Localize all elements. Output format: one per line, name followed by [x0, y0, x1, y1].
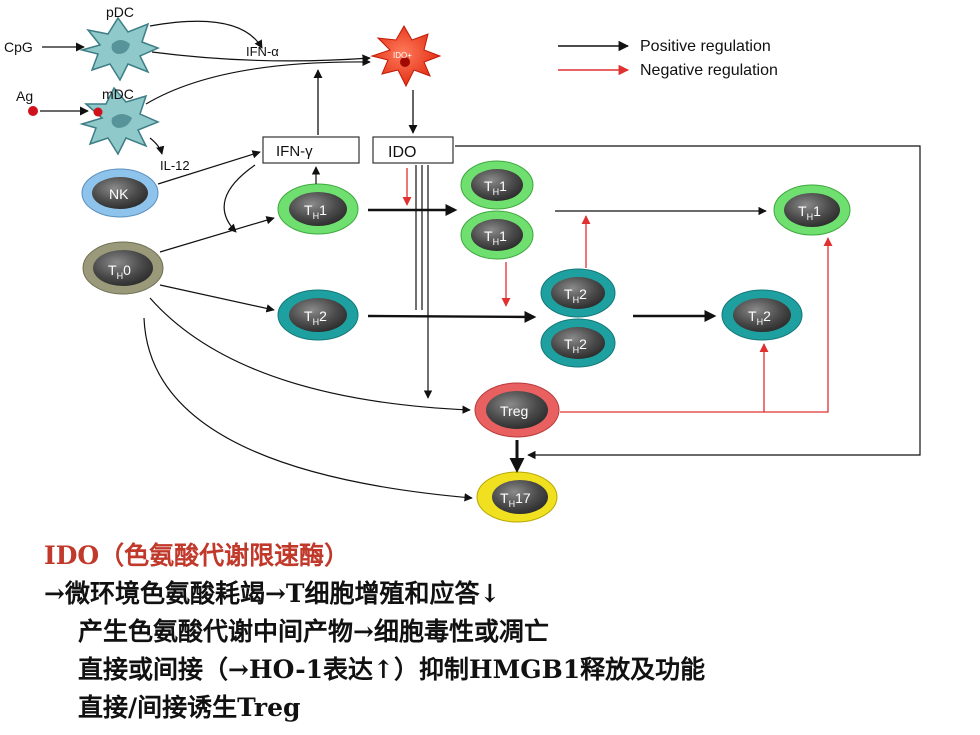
ido-box — [372, 136, 454, 164]
pdc-to-ido-cell-arrow — [151, 51, 371, 63]
th0-label: TH0 — [108, 262, 131, 281]
pdc-label: pDC — [106, 4, 134, 20]
th2-middle-top-label: TH2 — [564, 286, 587, 305]
th0-to-th1-arrow — [159, 216, 275, 253]
th1-right-label: TH1 — [798, 203, 821, 222]
il12-label: IL-12 — [160, 158, 190, 173]
nk-to-ifn-gamma-arrow — [157, 150, 261, 185]
treg-cell — [474, 382, 560, 438]
mdc-label: mDC — [102, 86, 134, 102]
legend-positive-label: Positive regulation — [640, 38, 771, 55]
caption-block: IDO（色氨酸代谢限速酶） →微环境色氨酸耗竭→T细胞增殖和应答↓ 产生色氨酸代… — [0, 537, 980, 727]
caption-line-1: →微环境色氨酸耗竭→T细胞增殖和应答↓ — [44, 579, 501, 608]
pdc-to-ifn-alpha-arrow — [149, 20, 263, 49]
ido-cell-label: IDO+ — [393, 51, 412, 60]
pdc-cell — [79, 16, 160, 82]
th2-cell-left — [277, 289, 359, 341]
nk-label: NK — [109, 186, 129, 202]
ag-label: Ag — [16, 88, 33, 104]
th1-middle-bottom-label: TH1 — [484, 228, 507, 247]
legend-negative-label: Negative regulation — [640, 62, 778, 79]
caption-line-2: 产生色氨酸代谢中间产物→细胞毒性或凋亡 — [78, 617, 549, 646]
th2-cell-middle-top — [540, 268, 616, 318]
th1-cell-middle-top — [460, 160, 534, 210]
th2-left-label: TH2 — [304, 308, 327, 327]
th0-to-treg-arrow — [149, 297, 471, 414]
caption-line-4: 直接/间接诱生Treg — [78, 693, 301, 722]
th1-cell-middle-bottom — [460, 210, 534, 260]
th2-cell-right — [721, 289, 803, 341]
th17-cell — [476, 471, 558, 523]
mdc-to-il12-arrow — [149, 137, 165, 155]
th1-cell-right — [773, 184, 851, 236]
ido-positive-cell — [370, 24, 442, 88]
legend: Positive regulation Negative regulation — [558, 38, 778, 79]
caption-line-3: 直接或间接（→HO-1表达↑）抑制HMGB1释放及功能 — [78, 655, 706, 684]
ifn-gamma-box — [262, 136, 360, 164]
treg-label: Treg — [500, 403, 528, 419]
treg-to-th1-negative-arrow — [764, 237, 833, 413]
ido-to-th17-loop — [455, 145, 921, 460]
ifn-gamma-label: IFN-γ — [276, 143, 313, 160]
th1-middle-top-label: TH1 — [484, 178, 507, 197]
cpg-label: CpG — [4, 39, 33, 55]
th0-to-th17-arrow — [143, 317, 473, 502]
caption-title: IDO（色氨酸代谢限速酶） — [44, 541, 350, 570]
th17-label: TH17 — [500, 490, 531, 509]
mdc-to-ido-cell-arrow — [145, 57, 371, 105]
ifn-alpha-label: IFN-α — [246, 44, 279, 59]
th1-left-label: TH1 — [304, 202, 327, 221]
nk-cell — [81, 168, 159, 218]
th2-cell-middle-bottom — [540, 318, 616, 368]
th0-cell — [82, 241, 164, 295]
il12-to-th1-arrow — [223, 164, 256, 233]
th0-to-th2-arrow — [159, 284, 275, 313]
ido-label: IDO — [388, 144, 416, 161]
th1-cell-left — [277, 183, 359, 235]
th2-right-label: TH2 — [748, 308, 771, 327]
antigen-dot — [28, 106, 38, 116]
th2-to-th2-middle-arrow — [367, 310, 537, 323]
th2-middle-bottom-label: TH2 — [564, 336, 587, 355]
mdc-cell — [79, 86, 160, 156]
